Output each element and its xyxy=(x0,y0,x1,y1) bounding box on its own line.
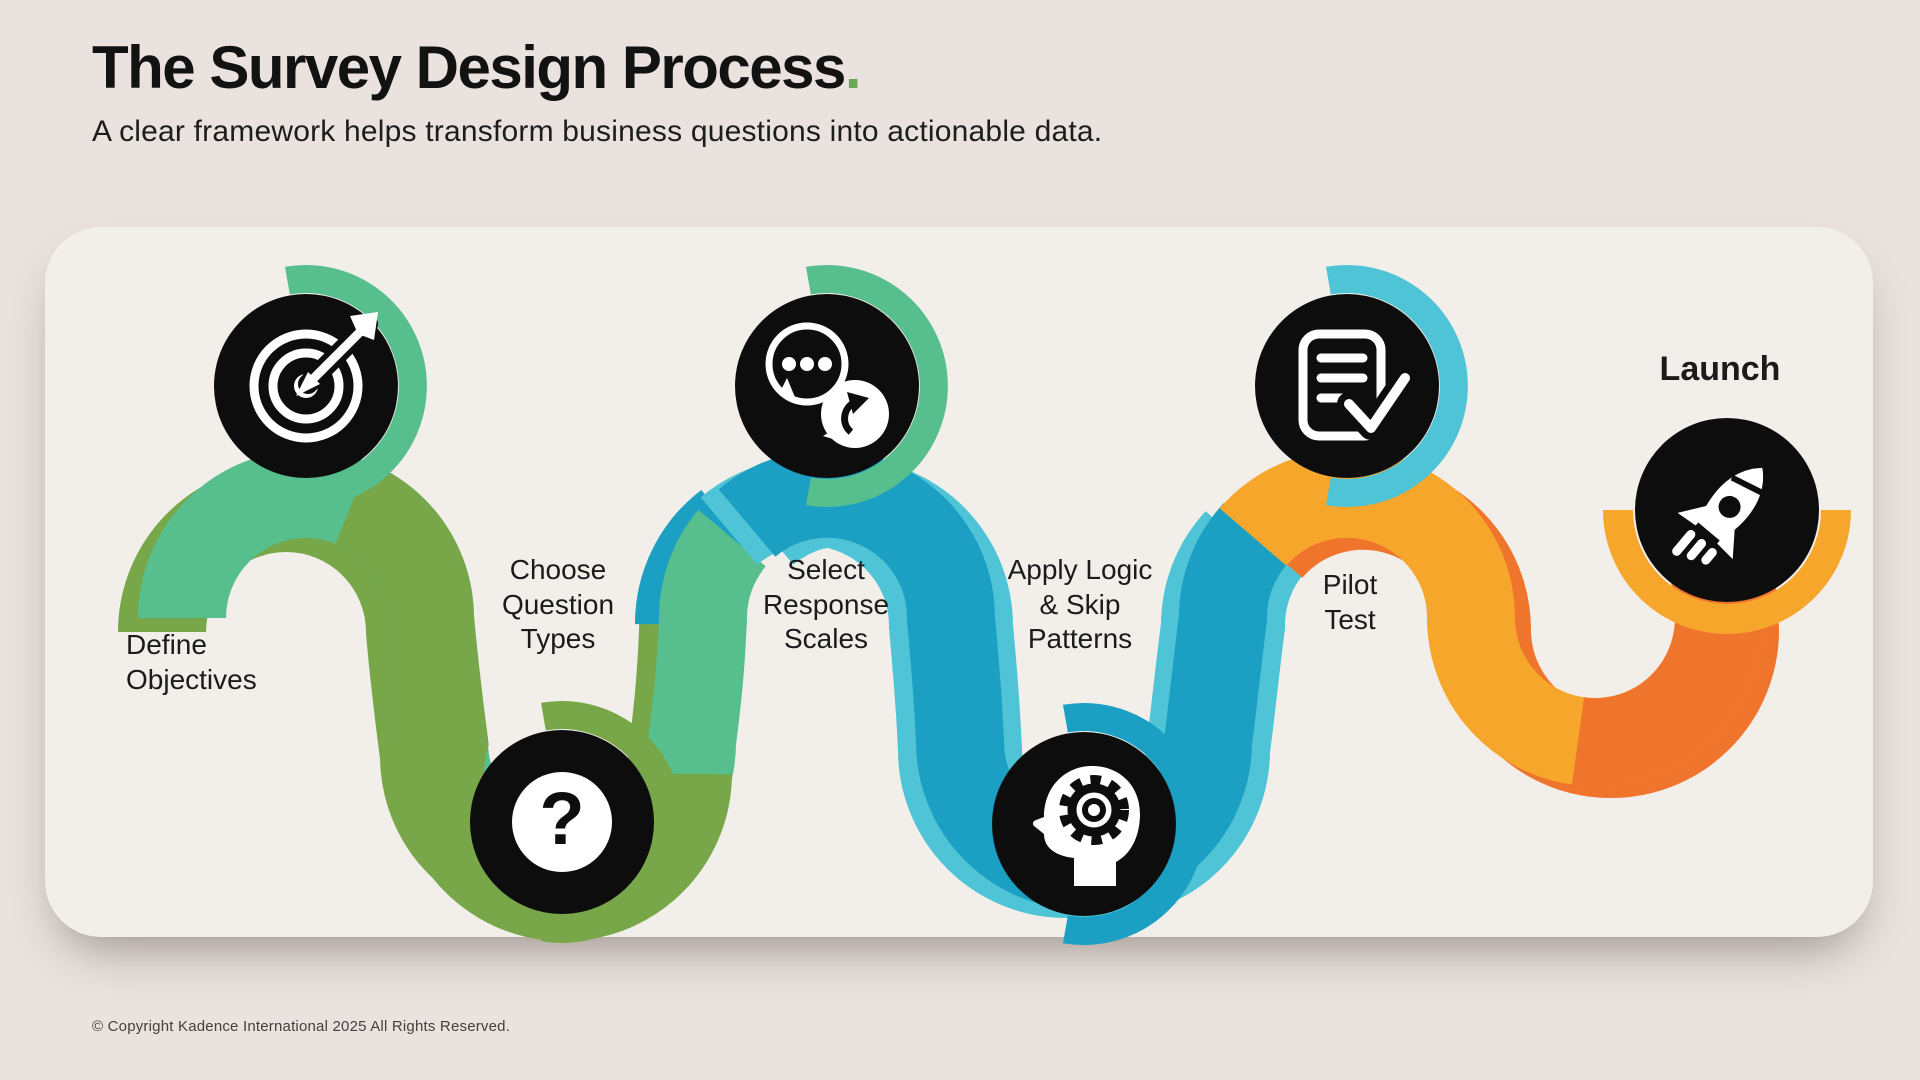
crescent-step5 xyxy=(1326,265,1468,507)
header: The Survey Design Process. A clear frame… xyxy=(92,36,1102,149)
speech-bubbles-icon xyxy=(765,322,889,448)
head-gear-icon xyxy=(1032,766,1140,886)
node-crescents xyxy=(285,265,1468,945)
svg-text:?: ? xyxy=(539,777,584,860)
target-icon xyxy=(249,312,378,443)
crescent-step1 xyxy=(285,265,427,507)
page-subtitle: A clear framework helps transform busine… xyxy=(92,115,1103,148)
step3-circle xyxy=(735,294,919,478)
question-mark-icon: ? xyxy=(512,772,612,872)
page-title-text: The Survey Design Process xyxy=(92,34,846,101)
step3-node xyxy=(735,294,919,478)
launch-cup xyxy=(1603,509,1851,634)
step6-node xyxy=(1635,418,1819,602)
document-check-icon xyxy=(1298,329,1417,441)
step2-node: ? xyxy=(470,730,654,914)
title-accent-period: . xyxy=(844,34,862,101)
page-title: The Survey Design Process. xyxy=(92,36,1102,99)
step4-label: Apply Logic & Skip Patterns xyxy=(1007,554,1153,655)
crescent-step2 xyxy=(541,701,683,943)
step2-label: Choose Question Types xyxy=(501,554,615,655)
step5-circle xyxy=(1255,294,1439,478)
copyright-text: © Copyright Kadence International 2025 A… xyxy=(92,1018,511,1035)
step6-label: Launch xyxy=(1659,350,1781,388)
step1-label: Define Objectives xyxy=(126,629,257,695)
rocket-icon xyxy=(1672,467,1765,565)
step5-node xyxy=(1255,294,1439,478)
crescent-step4 xyxy=(1063,703,1205,945)
crescent-step3 xyxy=(806,265,948,507)
step4-node xyxy=(992,732,1176,916)
step1-node xyxy=(214,294,398,478)
step5-label: Pilot Test xyxy=(1322,569,1378,635)
step3-label: Select Response Scales xyxy=(762,554,890,655)
